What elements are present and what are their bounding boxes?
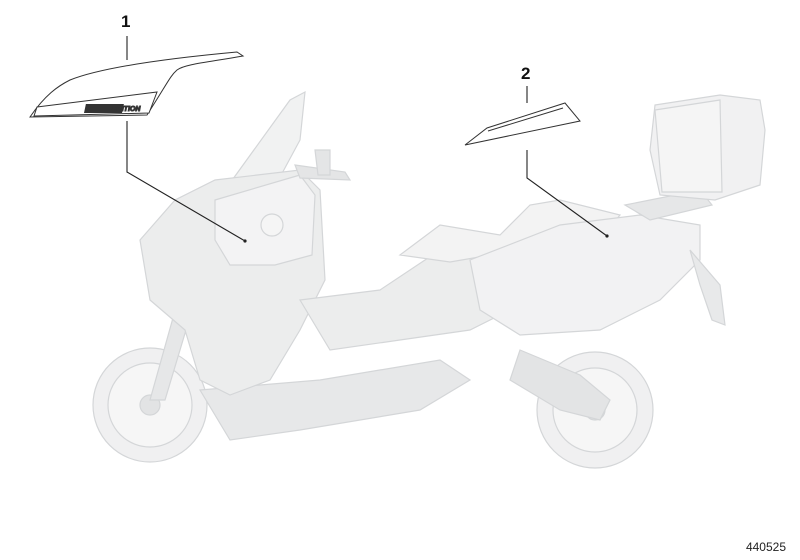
edition-badge — [83, 104, 124, 113]
decal-2-side-stripe[interactable] — [464, 102, 581, 146]
leader-lines — [126, 36, 608, 242]
decal-edition-text: EDITION — [112, 106, 141, 113]
decal-1-edition-stripe[interactable]: EDITION — [29, 51, 245, 118]
callout-2-target-dot — [605, 234, 609, 238]
scooter-ghost-illustration — [92, 90, 766, 469]
callout-number-2[interactable]: 2 — [521, 64, 531, 83]
callout-number-1[interactable]: 1 — [121, 12, 131, 31]
callout-1-target-dot — [243, 239, 247, 243]
diagram-id: 440525 — [745, 540, 786, 554]
